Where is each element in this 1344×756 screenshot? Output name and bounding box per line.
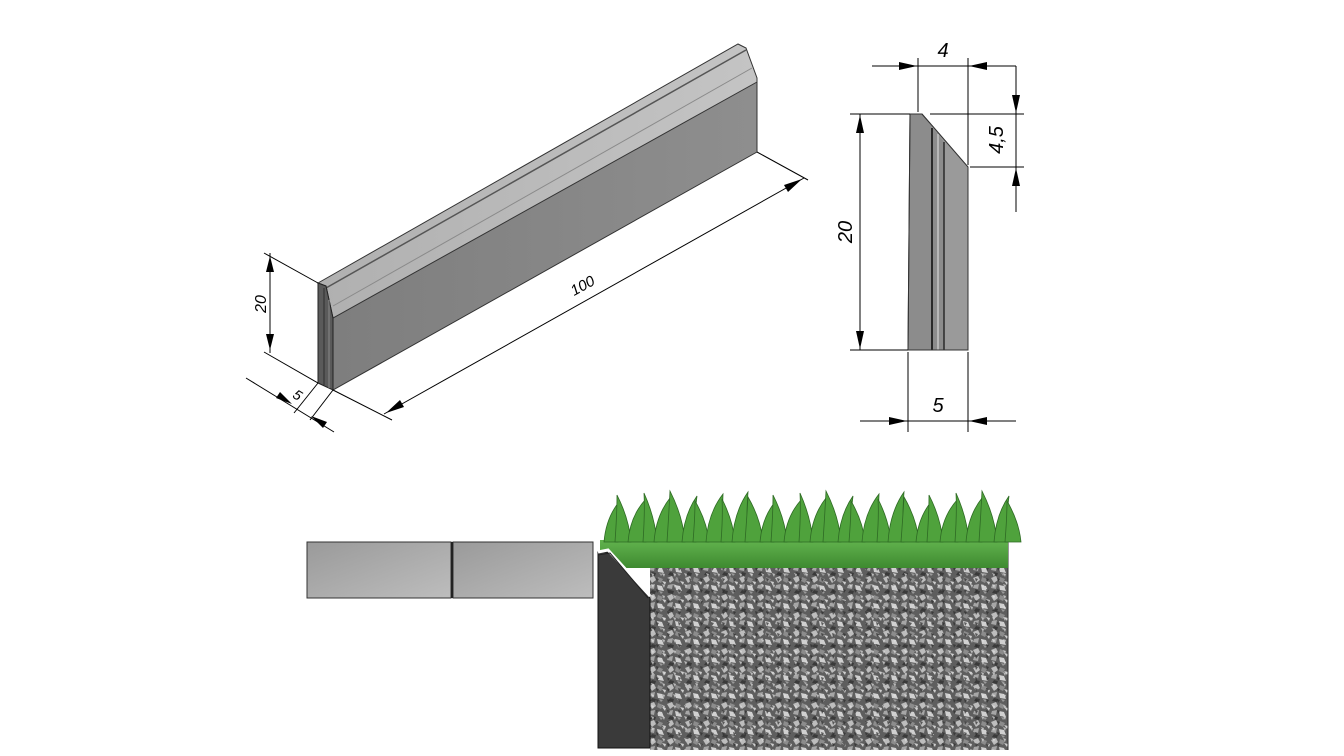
dim-label-top-width: 4 — [937, 40, 948, 62]
dim-label-chamfer-height: 4,5 — [986, 125, 1008, 154]
grass-blade — [900, 495, 920, 543]
curb-section — [597, 551, 651, 749]
grass-blade — [1004, 499, 1022, 543]
dim-label-height-iso: 20 — [253, 295, 270, 314]
dim-label-bottom-width: 5 — [932, 395, 944, 417]
grass-blade — [666, 489, 686, 543]
dim-top-width: 4 — [872, 40, 1016, 165]
dim-label-length-iso: 100 — [568, 272, 599, 299]
grass-blade — [744, 495, 764, 543]
grass-blades — [603, 489, 1022, 543]
dim-chamfer-height: 4,5 — [930, 66, 1024, 212]
profile-view: 4 4,5 20 5 — [835, 40, 1024, 432]
dim-height-iso: 20 — [253, 252, 319, 384]
grass-blade — [978, 489, 998, 543]
paving-block — [452, 541, 594, 599]
dim-width-iso: 5 — [245, 377, 335, 433]
grass-blade — [822, 489, 842, 543]
dim-bottom-width: 5 — [860, 352, 1016, 432]
installation-view — [306, 489, 1022, 750]
dim-label-height-profile: 20 — [835, 221, 857, 244]
grass-strip — [600, 540, 1008, 568]
curb-front-face — [332, 79, 758, 391]
paving-block — [306, 541, 452, 599]
isometric-view: 20 5 100 — [245, 43, 809, 433]
dim-height-profile: 20 — [835, 113, 910, 351]
